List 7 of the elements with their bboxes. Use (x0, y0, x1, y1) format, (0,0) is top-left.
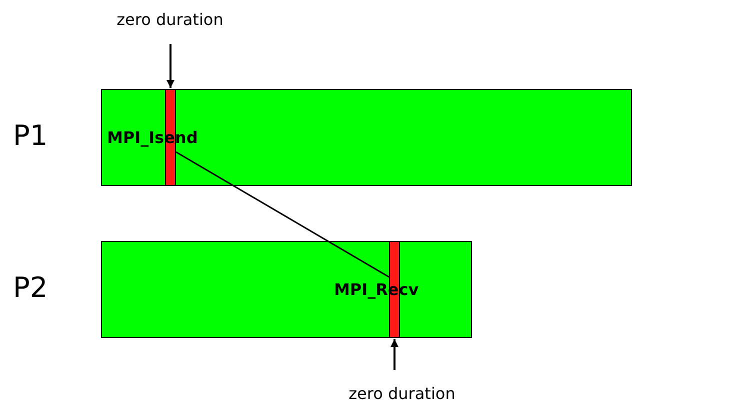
leader-arrow (166, 44, 174, 88)
annotation-text: zero duration (348, 384, 456, 403)
process-label: P2 (13, 271, 48, 304)
message-line (176, 151, 390, 278)
leader-arrow (390, 339, 398, 370)
annotation-text: zero duration (116, 10, 224, 29)
process-label: P1 (13, 119, 48, 152)
